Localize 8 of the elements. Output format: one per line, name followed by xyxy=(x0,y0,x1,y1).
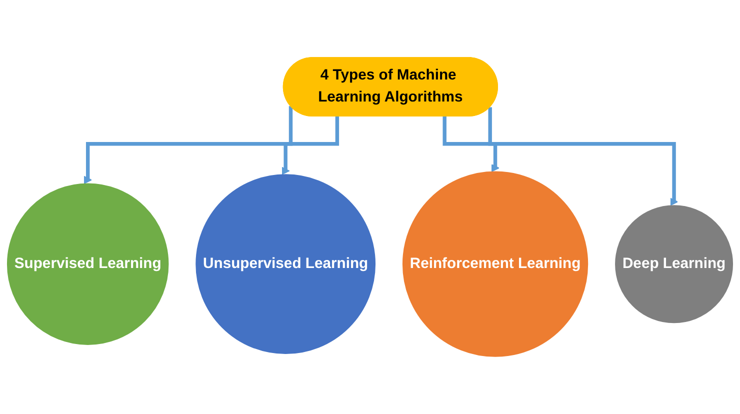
arrow xyxy=(84,106,293,184)
arrow xyxy=(442,116,500,172)
node-circle: Reinforcement Learning xyxy=(402,171,588,357)
node-circle: Unsupervised Learning xyxy=(196,174,376,354)
arrow xyxy=(282,116,340,175)
arrow xyxy=(488,107,678,206)
node-circle: Supervised Learning xyxy=(6,183,169,345)
node-circle: Deep Learning xyxy=(615,205,734,324)
